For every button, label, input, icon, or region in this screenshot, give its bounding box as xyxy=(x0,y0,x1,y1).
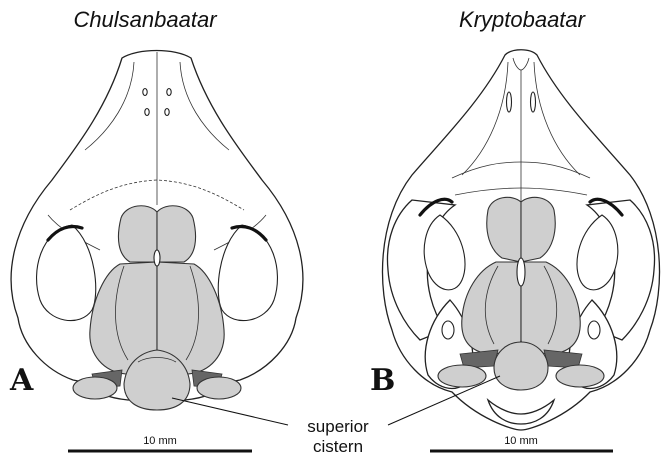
panel-b-title: Kryptobaatar xyxy=(459,7,587,32)
panel-a-olfactory-bulb-left xyxy=(118,206,157,262)
panel-b-glenoid-left xyxy=(442,321,454,339)
panel-b-glenoid-right xyxy=(588,321,600,339)
panel-b-letter: B xyxy=(370,363,395,398)
panel-b-superior-cistern xyxy=(494,342,548,390)
panel-b-foramen xyxy=(531,92,536,112)
panel-a-paraflocculus-right xyxy=(197,377,241,399)
panel-b-pineal xyxy=(517,258,525,286)
panel-a-foramen xyxy=(143,89,147,96)
panel-b-scale-label: 10 mm xyxy=(504,435,538,447)
panel-b: Kryptobaatar xyxy=(370,7,660,451)
panel-a-paraflocculus-left xyxy=(73,377,117,399)
panel-a-pineal xyxy=(154,250,160,266)
panel-b-paraflocculus-left xyxy=(438,365,486,387)
panel-a-scale-label: 10 mm xyxy=(143,435,177,447)
panel-a: Chulsanbaatar xyxy=(9,7,303,451)
annotation-line-1: superior xyxy=(307,417,369,436)
panel-b-foramen xyxy=(507,92,512,112)
panel-a-letter: A xyxy=(9,363,34,398)
leader-line-a xyxy=(172,398,288,425)
panel-a-olfactory-bulb-right xyxy=(157,206,196,262)
panel-b-paraflocculus-right xyxy=(556,365,604,387)
panel-a-title: Chulsanbaatar xyxy=(73,7,218,32)
panel-a-foramen xyxy=(165,109,169,116)
panel-a-foramen xyxy=(145,109,149,116)
annotation-line-2: cistern xyxy=(313,437,363,456)
panel-a-foramen xyxy=(167,89,171,96)
